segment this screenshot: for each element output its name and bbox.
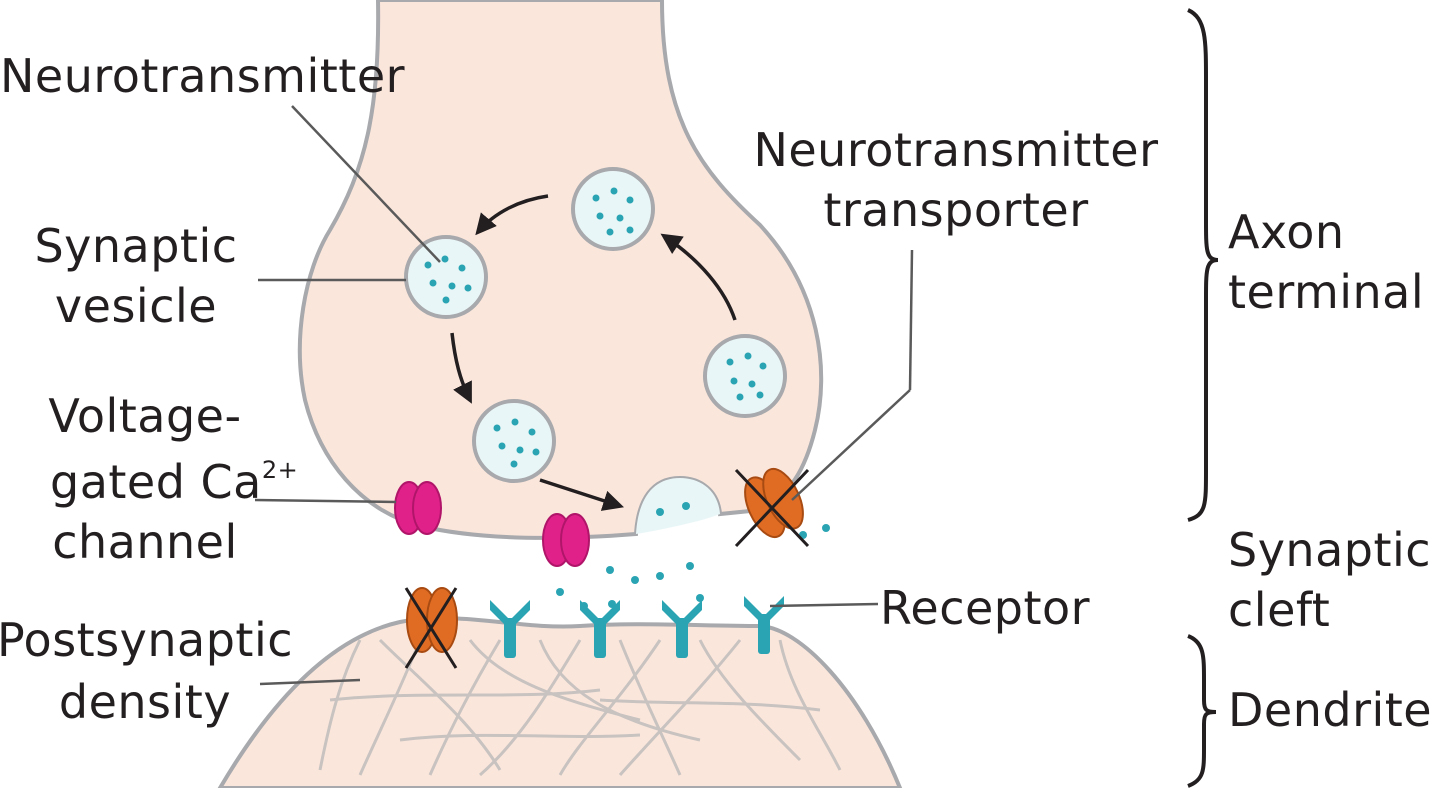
label-receptor: Receptor [880, 581, 1090, 635]
receptor-4 [744, 596, 784, 654]
vesicle-cycle-arrows [450, 194, 737, 511]
label-axon-terminal-line1: Axon [1228, 205, 1345, 259]
synaptic-vesicle-4 [472, 399, 556, 483]
label-vg-channel-gated: gated Ca [50, 455, 262, 509]
label-postsynaptic-density-line2: density [59, 675, 231, 729]
label-nt-transporter-line1: Neurotransmitter [753, 123, 1158, 177]
ca-channel-1 [394, 481, 442, 535]
synaptic-vesicle-2 [571, 167, 655, 251]
fusing-vesicle [636, 478, 720, 534]
label-synaptic-cleft-line1: Synaptic [1228, 523, 1431, 577]
dendrite-body [217, 616, 903, 788]
dendrite-brace [1187, 634, 1217, 788]
synaptic-vesicle-1 [404, 235, 488, 319]
label-synaptic-vesicle-line1: Synaptic [34, 219, 237, 273]
receptor-1 [490, 600, 530, 658]
label-vg-channel-line1: Voltage- [48, 389, 241, 443]
ca-channel-2 [542, 513, 590, 567]
label-nt-transporter-line2: transporter [823, 183, 1088, 237]
synaptic-vesicle-3 [703, 334, 787, 418]
label-vg-channel-superscript: 2+ [262, 456, 298, 484]
receptor-2 [580, 600, 620, 658]
label-synaptic-vesicle-line2: vesicle [55, 279, 217, 333]
receptor-3 [662, 600, 702, 658]
label-postsynaptic-density-line1: Postsynaptic [0, 613, 293, 667]
label-vg-channel-line2: gated Ca2+ [50, 455, 298, 509]
axon-terminal-brace [1187, 8, 1219, 522]
label-dendrite: Dendrite [1228, 683, 1432, 737]
postsynaptic-density-filaments [318, 638, 842, 777]
label-axon-terminal-line2: terminal [1228, 265, 1424, 319]
label-neurotransmitter: Neurotransmitter [0, 49, 405, 103]
leader-lines [254, 105, 914, 686]
label-vg-channel-line3: channel [52, 515, 238, 569]
transporter-presynaptic [734, 467, 810, 548]
label-synaptic-cleft-line2: cleft [1228, 583, 1330, 637]
transporter-postsynaptic [404, 587, 458, 669]
